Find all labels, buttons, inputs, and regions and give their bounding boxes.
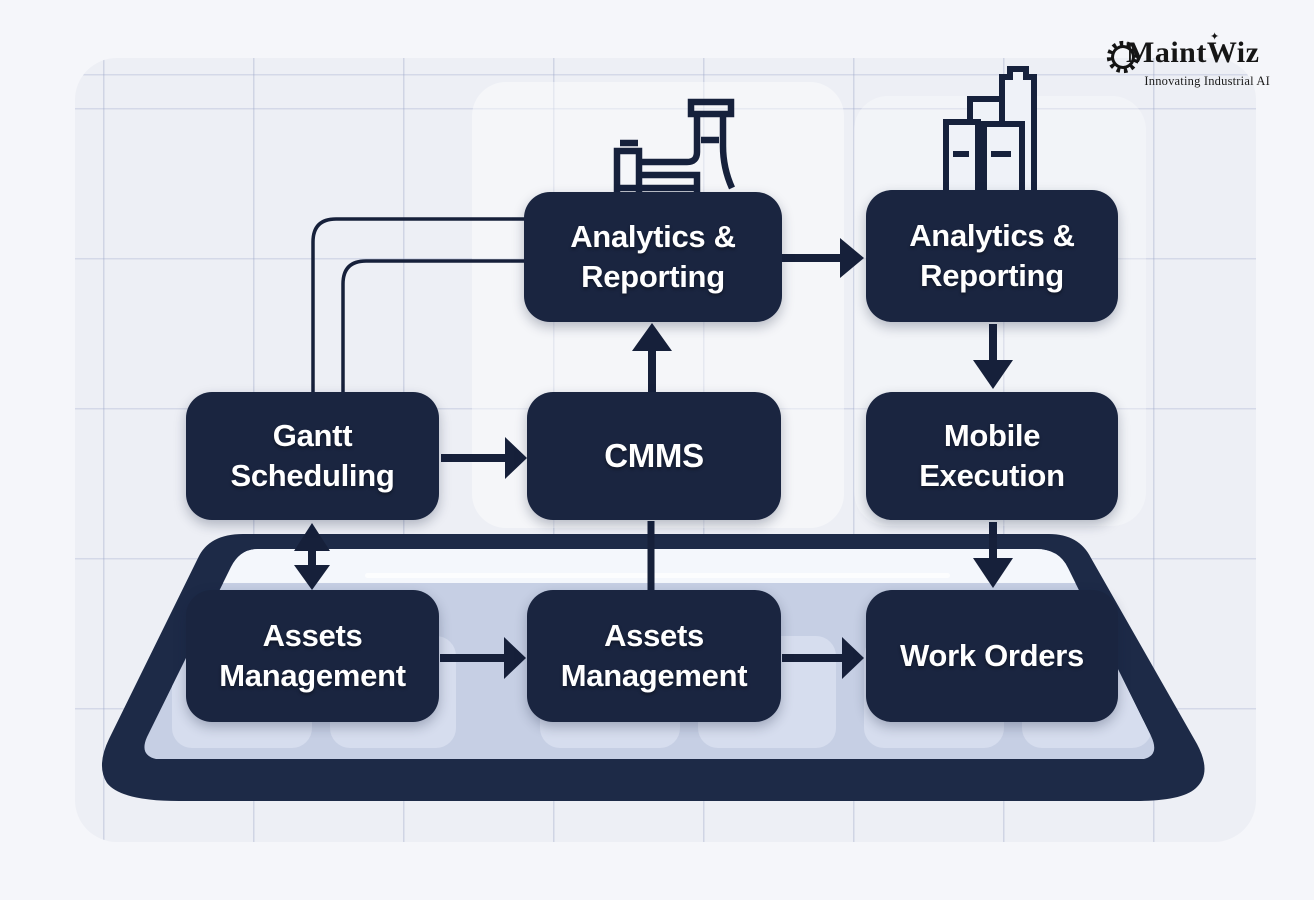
node-label: Assets	[604, 618, 704, 653]
node-label: Work Orders	[900, 638, 1084, 673]
node-label: Mobile	[943, 418, 1041, 453]
node-label: Analytics &	[909, 218, 1075, 253]
node-label: Management	[560, 658, 748, 693]
maintwiz-logo: MaintWiz ✦ Innovating Industrial AI	[1098, 31, 1270, 89]
logo-tagline: Innovating Industrial AI	[1144, 74, 1270, 88]
node-assets-management-left: Assets Management	[186, 590, 439, 722]
node-mobile-execution: Mobile Execution	[866, 392, 1118, 520]
node-label: Reporting	[920, 258, 1064, 293]
node-label: Gantt	[272, 418, 353, 453]
gear-icon	[1106, 40, 1140, 74]
node-cmms: CMMS	[527, 392, 781, 520]
node-analytics-reporting-right: Analytics & Reporting	[866, 190, 1118, 322]
node-label: CMMS	[604, 437, 704, 474]
node-analytics-reporting-center: Analytics & Reporting	[524, 192, 782, 322]
node-label: Execution	[919, 458, 1065, 493]
node-label: Assets	[262, 618, 363, 653]
node-assets-management-center: Assets Management	[527, 590, 781, 722]
sparkle-icon: ✦	[1210, 31, 1220, 43]
node-gantt-scheduling: Gantt Scheduling	[186, 392, 439, 520]
node-label: Reporting	[581, 259, 725, 294]
logo-row: MaintWiz ✦	[1098, 31, 1270, 78]
node-label: Management	[219, 658, 406, 693]
node-label: Scheduling	[230, 458, 395, 493]
node-work-orders: Work Orders	[866, 590, 1118, 722]
node-label: Analytics &	[570, 219, 736, 254]
logo-text: MaintWiz	[1126, 36, 1260, 69]
